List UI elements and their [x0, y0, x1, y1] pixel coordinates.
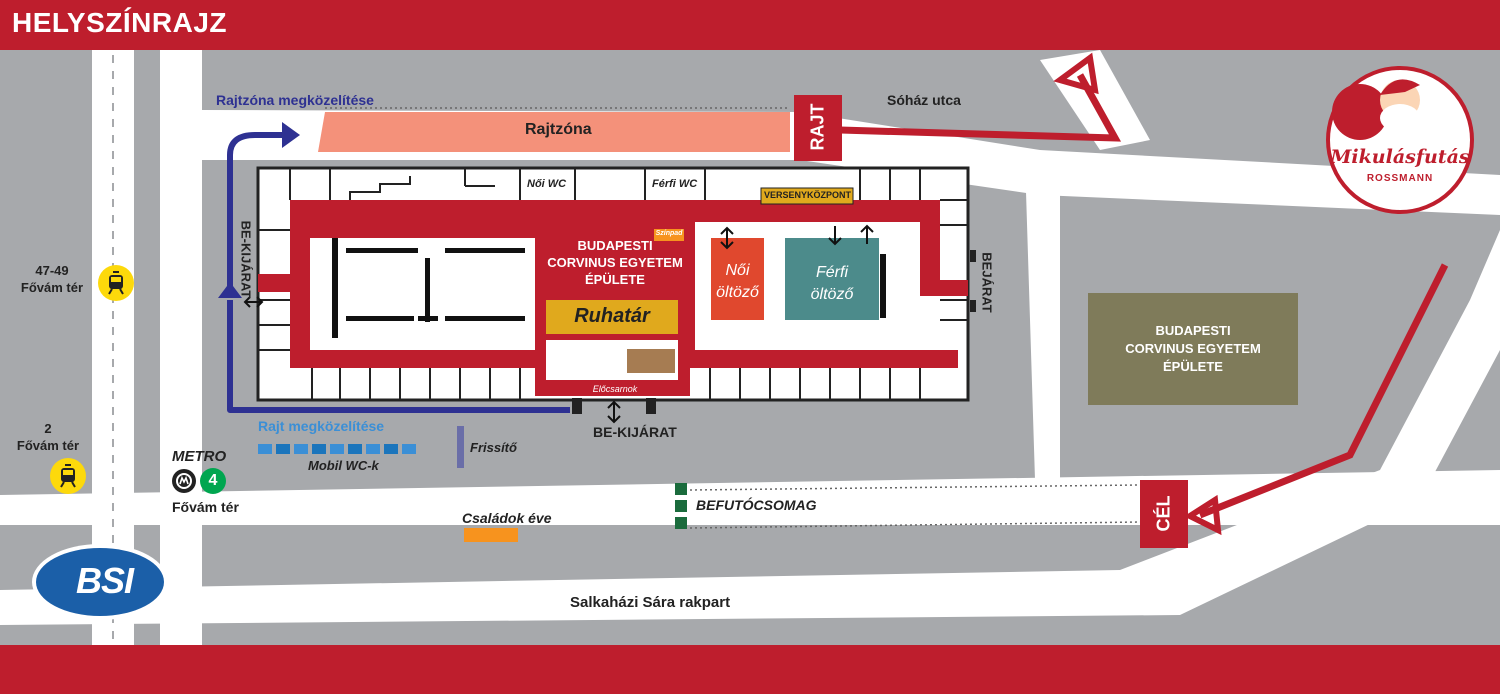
info-desk: [627, 349, 675, 373]
label-building-inner: BUDAPESTI CORVINUS EGYETEM ÉPÜLETE: [540, 237, 690, 288]
corridor-left-entry: [258, 274, 290, 292]
hall-walls: [332, 238, 886, 338]
noi-oltozo-line2: öltöző: [716, 284, 759, 301]
bejarat-post: [970, 250, 976, 262]
label-ferfi-oltozo: Férfi öltöző: [785, 262, 879, 306]
bejarat-post-2: [970, 300, 976, 312]
ruhatar-room: [546, 300, 678, 334]
tram2-line1: 2: [44, 421, 52, 436]
label-metro: METRO: [172, 448, 227, 465]
ferfi-oltozo-line2: öltöző: [810, 286, 854, 303]
csaladok-box: [464, 528, 518, 542]
label-versenykozpont: VERSENYKÖZPONT: [764, 190, 852, 200]
noi-oltozo-line1: Női: [725, 262, 750, 279]
mikulas-logo-text: Mikulásfutás: [1330, 146, 1470, 168]
label-csaladok-eve: Családok éve: [462, 510, 552, 526]
building-corridor: [290, 200, 968, 396]
label-noi-oltozo: Női öltöző: [711, 260, 764, 304]
mobil-wc-squares: [258, 444, 416, 454]
ferfi-oltozo-room: [785, 238, 879, 320]
tram1-line2: Fővám tér: [20, 280, 84, 295]
label-rajtzona: Rajtzóna: [525, 121, 592, 138]
tram2-line2: Fővám tér: [16, 438, 80, 453]
befuto-dotted-bottom: [689, 521, 1141, 529]
befuto-dotted-top: [689, 484, 1141, 491]
label-sohaz-utca: Sóház utca: [887, 92, 961, 108]
footer-bar: [0, 645, 1500, 694]
entry-post-left: [572, 398, 582, 414]
ferfi-oltozo-line1: Férfi: [816, 264, 848, 281]
building-inner-line1: BUDAPESTI: [577, 238, 653, 253]
label-frissito: Frissítő: [470, 440, 517, 455]
red-race-routes: [839, 73, 1449, 519]
header-bar: [0, 0, 1500, 50]
label-noi-wc: Női WC: [527, 178, 567, 190]
road-vertical-mid: [1025, 160, 1060, 480]
road-vertical-right: [160, 50, 202, 645]
cel-box: [1140, 480, 1188, 548]
frissito-bar: [457, 426, 464, 468]
metro-icon: [172, 469, 196, 493]
noi-oltozo-room: [711, 238, 764, 320]
rajtzona-area: [318, 112, 790, 152]
label-tram-2: 2 Fővám tér: [8, 420, 88, 454]
label-befutocsomag: BEFUTÓCSOMAG: [696, 497, 817, 513]
tram-icon-2: [50, 458, 86, 494]
red-arrowhead-top: [1053, 52, 1099, 95]
bsi-logo-text: BSI: [76, 560, 134, 601]
label-rajtzona-approach: Rajtzóna megközelítése: [216, 92, 374, 108]
blue-arrowhead-rajt: [218, 282, 242, 298]
label-cel: CÉL: [1153, 495, 1174, 532]
rajt-box: [794, 95, 842, 161]
outer-building: [1088, 293, 1298, 405]
label-mobil-wc: Mobil WC-k: [308, 458, 379, 473]
label-rajt-approach: Rajt megközelítése: [258, 418, 385, 434]
building-outer-line2: CORVINUS EGYETEM: [1125, 341, 1261, 356]
building-outer-line1: BUDAPESTI: [1155, 323, 1231, 338]
red-arrowhead-cel: [1183, 494, 1222, 536]
building-rooms: [258, 168, 968, 400]
blue-approach-routes: [227, 132, 570, 413]
tram-icon-1: [98, 265, 134, 301]
page-title: HELYSZÍNRAJZ: [12, 7, 228, 38]
entry-post-right: [646, 398, 656, 414]
building-outer-line3: ÉPÜLETE: [1163, 359, 1223, 374]
bsi-logo: [32, 544, 168, 620]
building-inner-line2: CORVINUS EGYETEM: [547, 255, 683, 270]
label-be-kijarat-side: BE-KIJÁRAT: [238, 220, 254, 299]
label-bejarat: BEJÁRAT: [979, 252, 995, 313]
szinpad-box: [654, 229, 684, 241]
label-ferfi-wc: Férfi WC: [652, 178, 698, 190]
label-be-kijarat-bottom: BE-KIJÁRAT: [593, 424, 677, 440]
label-szinpad: Színpad: [655, 230, 683, 237]
versenykozpont-box: [760, 187, 854, 205]
metro-line-badge: 4: [200, 468, 226, 494]
road-fovam-horizontal: [0, 470, 1500, 525]
label-rakpart: Salkaházi Sára rakpart: [570, 594, 731, 611]
label-building-outer: BUDAPESTI CORVINUS EGYETEM ÉPÜLETE: [1088, 322, 1298, 376]
tram1-line1: 47-49: [35, 263, 69, 278]
door-arrows: [243, 224, 874, 424]
label-ruhatar: Ruhatár: [574, 305, 650, 327]
label-tram-47-49: 47-49 Fővám tér: [12, 262, 92, 296]
befutocsomag-squares: [675, 483, 687, 529]
mikulas-logo: [1326, 66, 1474, 214]
rossmann-logo-text: ROSSMANN: [1366, 173, 1434, 184]
label-metro-station: Fővám tér: [172, 499, 239, 515]
building-inner-line3: ÉPÜLETE: [585, 272, 645, 287]
label-rajt: RAJT: [807, 103, 828, 151]
blue-arrowhead-rajtzona: [282, 122, 300, 148]
label-eloscsarnok: Előcsarnok: [592, 384, 638, 394]
